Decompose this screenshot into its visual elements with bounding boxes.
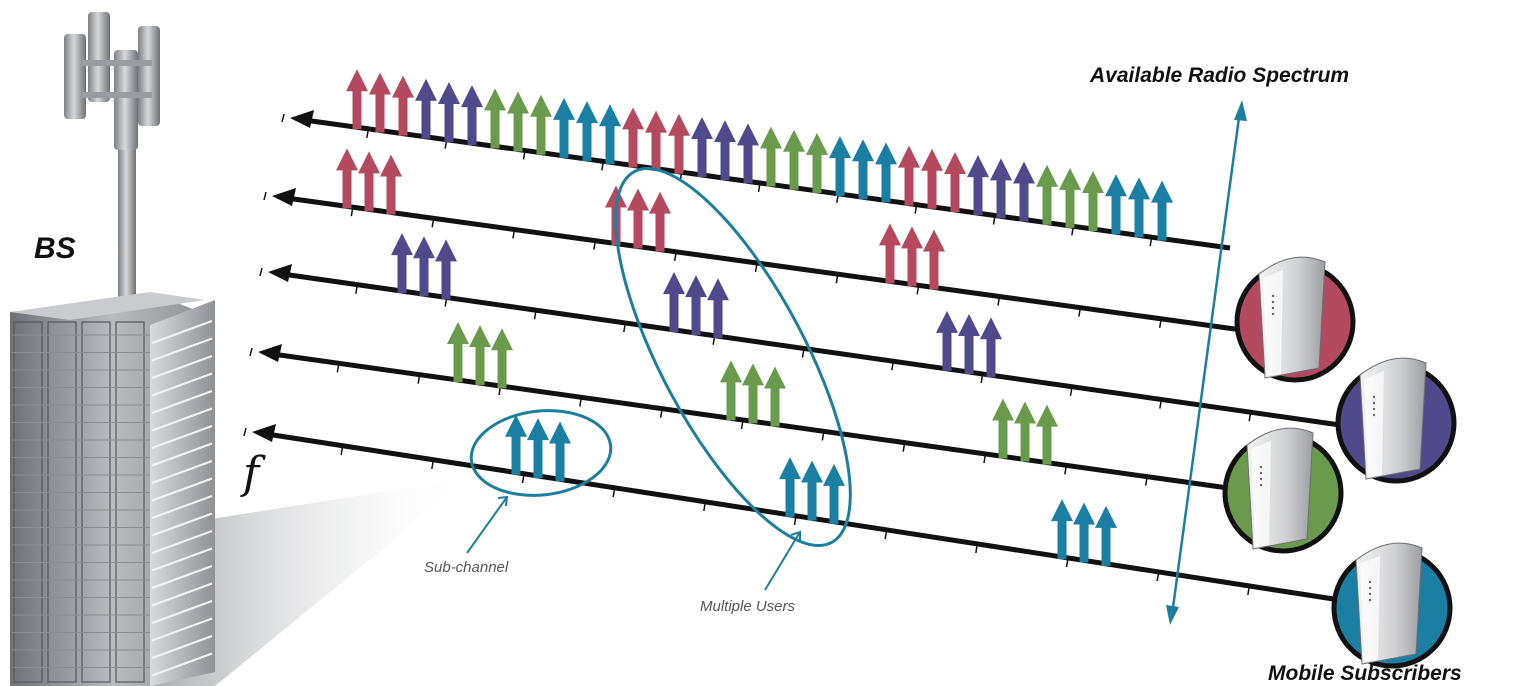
subcarrier-arrow bbox=[879, 223, 901, 284]
subcarrier-arrow bbox=[668, 113, 690, 174]
spectrum-double-arrow bbox=[1166, 100, 1247, 625]
subcarrier-arrow bbox=[484, 88, 506, 149]
subcarrier-arrow bbox=[645, 110, 667, 171]
subcarrier-arrow bbox=[1013, 161, 1035, 222]
subcarrier-arrow bbox=[801, 460, 823, 521]
subcarrier-arrow bbox=[1014, 401, 1036, 462]
subcarrier-arrow bbox=[622, 107, 644, 168]
subcarrier-arrow bbox=[714, 120, 736, 181]
subcarrier-arrow bbox=[720, 360, 742, 421]
subscriber-modem-icon bbox=[1234, 256, 1356, 383]
subcarrier-arrow bbox=[764, 366, 786, 427]
subcarrier-arrow bbox=[760, 126, 782, 187]
subcarrier-arrow bbox=[923, 229, 945, 290]
subcarrier-arrow bbox=[469, 325, 491, 386]
subcarrier-arrow bbox=[875, 142, 897, 203]
subcarrier-arrow bbox=[898, 145, 920, 206]
bs-label: BS bbox=[34, 232, 76, 265]
subcarrier-arrow bbox=[944, 151, 966, 212]
subcarrier-arrow bbox=[553, 97, 575, 158]
subscriber-modem-icon bbox=[1335, 357, 1457, 484]
subcarrier-arrow bbox=[691, 116, 713, 177]
subcarrier-arrow bbox=[346, 69, 368, 130]
subchannel-label: Sub-channel bbox=[424, 559, 509, 576]
subcarrier-arrow bbox=[783, 129, 805, 190]
subcarrier-arrow bbox=[707, 278, 729, 339]
subcarrier-arrow bbox=[990, 158, 1012, 219]
subchannel-pointer bbox=[466, 495, 509, 554]
mobile-subscribers-label: Mobile Subscribers bbox=[1268, 662, 1462, 685]
frequency-axis-line bbox=[243, 424, 1341, 603]
subcarrier-arrow bbox=[447, 322, 469, 383]
subcarrier-arrow bbox=[742, 363, 764, 424]
subcarrier-arrow bbox=[649, 191, 671, 252]
subcarrier-arrow bbox=[829, 136, 851, 197]
subcarrier-arrow bbox=[980, 317, 1002, 378]
frequency-label: f bbox=[243, 448, 260, 499]
subcarrier-arrow bbox=[415, 78, 437, 139]
subcarrier-arrow bbox=[779, 457, 801, 518]
subcarrier-arrow bbox=[1073, 502, 1095, 563]
spectrum-label: Available Radio Spectrum bbox=[1090, 64, 1350, 87]
subcarrier-arrow bbox=[392, 75, 414, 136]
subcarrier-arrow bbox=[369, 72, 391, 133]
subcarrier-arrow bbox=[737, 123, 759, 184]
subcarrier-arrow bbox=[435, 239, 457, 300]
subcarrier-arrow bbox=[958, 314, 980, 375]
subcarrier-arrow bbox=[1082, 171, 1104, 232]
base-station-building bbox=[10, 292, 215, 686]
subcarrier-arrow bbox=[336, 148, 358, 209]
subcarrier-arrow bbox=[413, 236, 435, 297]
subcarrier-arrow bbox=[627, 188, 649, 249]
subcarrier-arrow bbox=[1036, 164, 1058, 225]
subcarrier-arrow bbox=[461, 85, 483, 146]
subcarrier-arrow bbox=[530, 94, 552, 155]
subcarrier-arrow bbox=[491, 328, 513, 389]
multiple-users-ellipse bbox=[614, 167, 852, 547]
multiple-users-label: Multiple Users bbox=[700, 598, 796, 615]
multiple-users-pointer bbox=[764, 530, 801, 591]
subcarrier-arrow bbox=[391, 233, 413, 294]
subcarrier-arrow bbox=[1036, 404, 1058, 465]
subcarrier-arrow bbox=[936, 310, 958, 371]
subcarrier-arrow bbox=[599, 104, 621, 165]
antenna-icon bbox=[64, 12, 160, 310]
subcarrier-arrow bbox=[685, 275, 707, 336]
subcarrier-arrow bbox=[1151, 180, 1173, 241]
subcarrier-arrow bbox=[1105, 174, 1127, 235]
subcarrier-arrow bbox=[507, 91, 529, 152]
subchannel-ellipse bbox=[469, 409, 613, 497]
subcarrier-arrow bbox=[1059, 167, 1081, 228]
frequency-axis-line bbox=[263, 188, 1243, 333]
subcarrier-arrow bbox=[358, 151, 380, 212]
subcarrier-arrow bbox=[1051, 499, 1073, 560]
frequency-axis-line bbox=[259, 264, 1341, 428]
subcarrier-arrow bbox=[901, 226, 923, 287]
subcarrier-arrow bbox=[527, 418, 549, 479]
subscriber-modem-icon bbox=[1222, 427, 1344, 554]
subcarrier-arrow bbox=[806, 132, 828, 193]
subscriber-modem-icon bbox=[1331, 542, 1453, 669]
subcarrier-arrow bbox=[823, 463, 845, 524]
subcarrier-arrow bbox=[380, 154, 402, 215]
subcarrier-arrow bbox=[967, 155, 989, 216]
subcarrier-arrow bbox=[576, 101, 598, 162]
subcarrier-arrow bbox=[1128, 177, 1150, 238]
subcarrier-arrow bbox=[438, 81, 460, 142]
subcarrier-arrow bbox=[549, 421, 571, 482]
subcarrier-arrow bbox=[921, 148, 943, 209]
subcarrier-arrow bbox=[852, 139, 874, 200]
subcarrier-arrow bbox=[663, 271, 685, 332]
subcarrier-arrow bbox=[992, 398, 1014, 459]
subcarrier-arrow bbox=[505, 414, 527, 475]
subcarrier-arrow bbox=[1095, 505, 1117, 566]
